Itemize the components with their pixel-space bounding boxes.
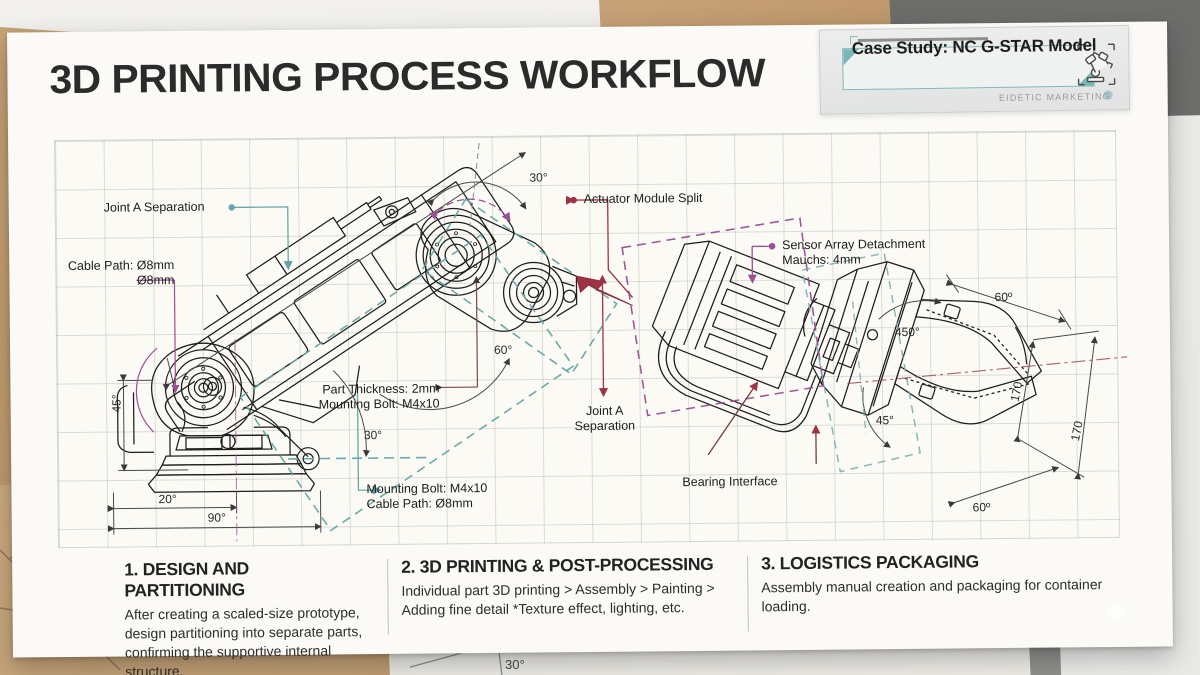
step-2: 2. 3D PRINTING & POST-PROCESSING Individ…	[387, 554, 748, 647]
dim-angle-60-mid: 60°	[494, 342, 513, 357]
callout-cable-path-left: Cable Path: Ø8mm Ø8mm	[44, 257, 175, 289]
sensor-array-line1: Sensor Array Detachment	[782, 236, 926, 253]
callout-mounting-bolt-bottom: Mounting Bolt: M4x10 Cable Path: Ø8mm	[366, 481, 487, 512]
step-1-heading: 1. DESIGN AND PARTITIONING	[124, 558, 250, 601]
dim-angle-30-top: 30°	[529, 170, 548, 185]
dim-angle-450-gripper: 450°	[894, 324, 920, 340]
step-3: 3. LOGISTICS PACKAGING Assembly manual c…	[747, 550, 1123, 644]
blueprint-canvas: Cable Path: Ø8mm Ø8mm Joint A Separation…	[54, 129, 1128, 549]
dim-angle-45-left: 45°	[109, 394, 124, 413]
mounting-bolt-line1: Mounting Bolt: M4x10	[366, 480, 488, 497]
joint-a-mid-line2: Separation	[574, 418, 636, 434]
step-1: 1. DESIGN AND PARTITIONING After creatin…	[62, 557, 388, 675]
case-study-badge[interactable]: Case Study: NC G-STAR Model EIDETIC MARK…	[818, 25, 1131, 115]
step-3-heading: 3. LOGISTICS PACKAGING	[761, 551, 979, 574]
paper-highlight	[1102, 598, 1129, 626]
step-2-heading: 2. 3D PRINTING & POST-PROCESSING	[401, 553, 714, 577]
mounting-bolt-line2: Cable Path: Ø8mm	[366, 496, 473, 512]
callout-bearing-interface: Bearing Interface	[682, 474, 778, 490]
process-steps: 1. DESIGN AND PARTITIONING After creatin…	[62, 550, 1123, 675]
step-1-body: After creating a scaled-size prototype, …	[124, 604, 363, 675]
explode-arrow	[575, 275, 633, 307]
main-worksheet: 3D PRINTING PROCESS WORKFLOW Case Study:…	[7, 21, 1173, 675]
dim-angle-45-gripper: 45°	[875, 413, 895, 428]
dim-angle-30-base: 30°	[363, 428, 383, 443]
cable-path-line2: Ø8mm	[136, 272, 175, 288]
dim-angle-60-gripper-bottom: 60º	[972, 500, 991, 515]
callout-sensor-array-detachment: Sensor Array Detachment Mauchs: 4mm	[782, 237, 925, 268]
robot-arm-icon	[1077, 43, 1116, 86]
step-3-body: Assembly manual creation and packaging f…	[761, 576, 1103, 615]
step-2-body: Individual part 3D printing > Assembly >…	[401, 579, 715, 618]
part-thickness-line1: Part Thickness: 2mm	[322, 381, 440, 397]
dim-angle-20-base: 20°	[158, 491, 177, 507]
sensor-array-line2: Mauchs: 4mm	[782, 252, 861, 268]
callout-part-thickness: Part Thickness: 2mm Mounting Bolt: M4x10	[255, 381, 440, 413]
cable-path-line1: Cable Path: Ø8mm	[67, 257, 175, 274]
part-thickness-line2: Mounting Bolt: M4x10	[318, 396, 440, 412]
technical-drawing	[107, 143, 1128, 542]
dim-angle-60-gripper-top: 60º	[994, 289, 1013, 305]
callout-actuator-module-split: Actuator Module Split	[583, 190, 703, 207]
page-title: 3D PRINTING PROCESS WORKFLOW	[49, 51, 766, 103]
callout-joint-a-separation-mid: Joint A Separation	[566, 403, 644, 434]
joint-a-mid-line1: Joint A	[585, 403, 624, 419]
callout-joint-a-separation-top: Joint A Separation	[103, 199, 205, 215]
badge-sublabel: EIDETIC MARKETING	[998, 91, 1111, 103]
dim-angle-90-base: 90°	[207, 510, 226, 525]
